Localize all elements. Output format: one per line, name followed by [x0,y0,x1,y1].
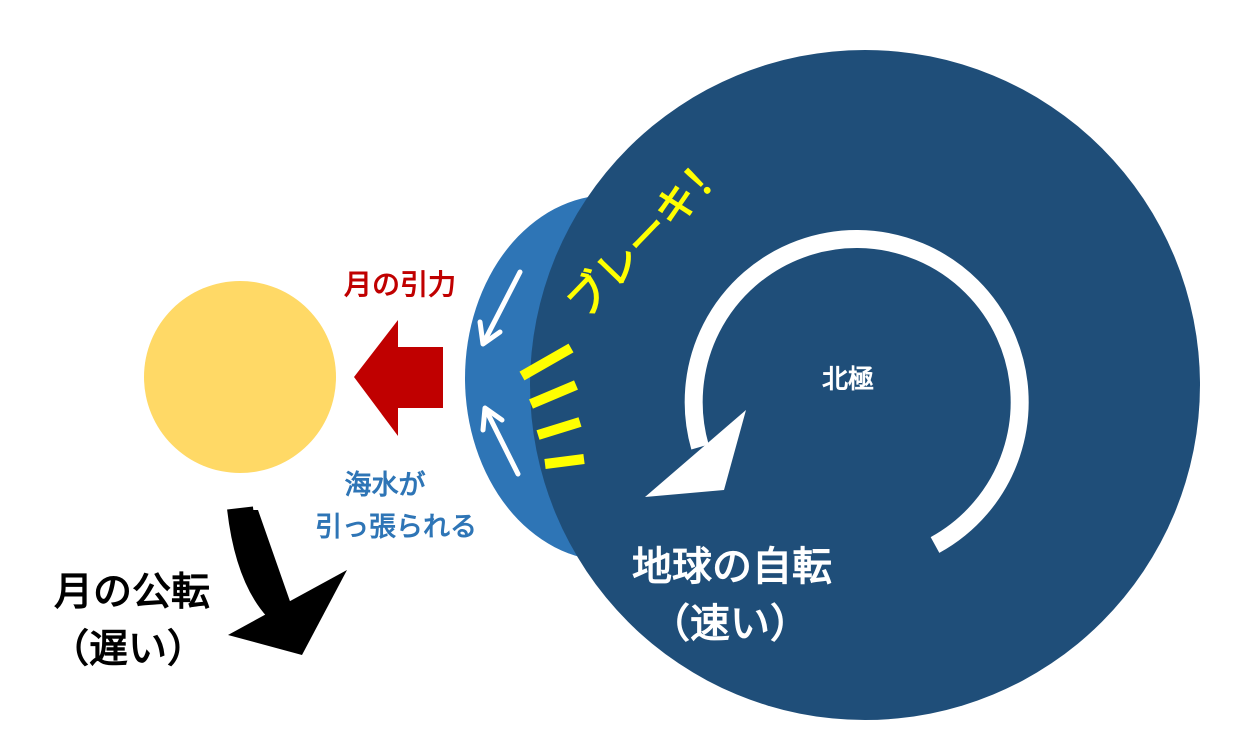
brake-marks [519,343,585,469]
earth [530,50,1200,720]
gravity-arrow-icon [354,320,443,436]
seawater-arrow-upper-icon [477,269,523,347]
moon-revolution-label-line1: 月の公転 [54,570,210,615]
brake-mark-2 [529,380,578,409]
seawater-label-line2: 引っ張られる [315,512,477,543]
brake-mark-4 [544,454,585,469]
gravity-label: 月の引力 [343,268,456,301]
north-pole-label: 北極 [822,365,874,395]
earth-rotation-label-line1: 地球の自転 [632,544,832,590]
revolution-arrowhead-icon [228,570,347,655]
earth-rotation-label-line2: （速い） [650,601,810,647]
moon-revolution-label-line2: （遅い） [50,627,206,672]
rotation-arrowhead-icon [645,410,746,497]
rotation-arrow-icon [684,230,1029,553]
seawater-label-line1: 海水が [345,469,426,501]
brake-mark-1 [519,343,574,381]
seawater-arrows [477,269,523,477]
moon [144,281,336,473]
seawater-arrow-lower-icon [480,405,521,477]
revolution-arrow-shaft [227,506,299,631]
brake-mark-3 [536,417,582,440]
